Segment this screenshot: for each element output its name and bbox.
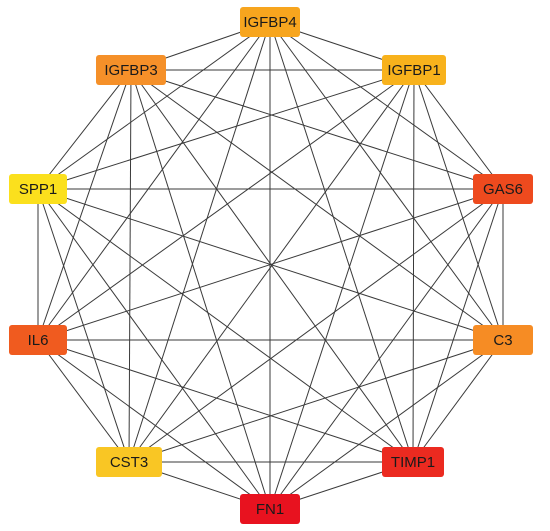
node-c3[interactable]: C3 [473, 325, 533, 355]
edge-il6-cst3 [37, 339, 130, 463]
edge-igfbp3-cst3 [128, 69, 132, 463]
edge-igfbp1-spp1 [37, 69, 415, 190]
node-gas6[interactable]: GAS6 [473, 174, 533, 204]
node-cst3[interactable]: CST3 [96, 447, 162, 477]
edge-igfbp3-fn1 [130, 69, 271, 510]
edge-igfbp4-timp1 [269, 21, 414, 463]
edge-il6-timp1 [37, 339, 414, 463]
edge-igfbp1-cst3 [128, 69, 415, 463]
edge-igfbp4-il6 [37, 21, 271, 341]
node-timp1[interactable]: TIMP1 [382, 447, 444, 477]
edge-gas6-timp1 [412, 188, 504, 463]
edge-gas6-cst3 [128, 188, 504, 463]
node-il6[interactable]: IL6 [9, 325, 67, 355]
edge-igfbp4-gas6 [269, 21, 504, 190]
edge-igfbp3-il6 [37, 69, 132, 341]
edge-igfbp3-gas6 [130, 69, 504, 190]
node-igfbp4[interactable]: IGFBP4 [240, 7, 300, 37]
node-igfbp3[interactable]: IGFBP3 [96, 55, 166, 85]
node-igfbp1[interactable]: IGFBP1 [382, 55, 446, 85]
edge-c3-cst3 [128, 339, 504, 463]
edge-igfbp3-c3 [130, 69, 504, 341]
edge-il6-fn1 [37, 339, 271, 510]
edge-c3-fn1 [269, 339, 504, 510]
edge-spp1-fn1 [37, 188, 271, 510]
node-fn1[interactable]: FN1 [240, 494, 300, 524]
edge-igfbp1-timp1 [412, 69, 415, 463]
edge-gas6-fn1 [269, 188, 504, 510]
edge-igfbp4-c3 [269, 21, 504, 341]
edge-igfbp1-fn1 [269, 69, 415, 510]
node-spp1[interactable]: SPP1 [9, 174, 67, 204]
edge-igfbp4-cst3 [128, 21, 271, 463]
edge-gas6-il6 [37, 188, 504, 341]
edge-igfbp1-c3 [413, 69, 504, 341]
edge-c3-timp1 [412, 339, 504, 463]
edge-igfbp1-gas6 [413, 69, 504, 190]
edge-igfbp1-il6 [37, 69, 415, 341]
edge-igfbp3-spp1 [37, 69, 132, 190]
edge-igfbp4-spp1 [37, 21, 271, 190]
edge-spp1-timp1 [37, 188, 414, 463]
